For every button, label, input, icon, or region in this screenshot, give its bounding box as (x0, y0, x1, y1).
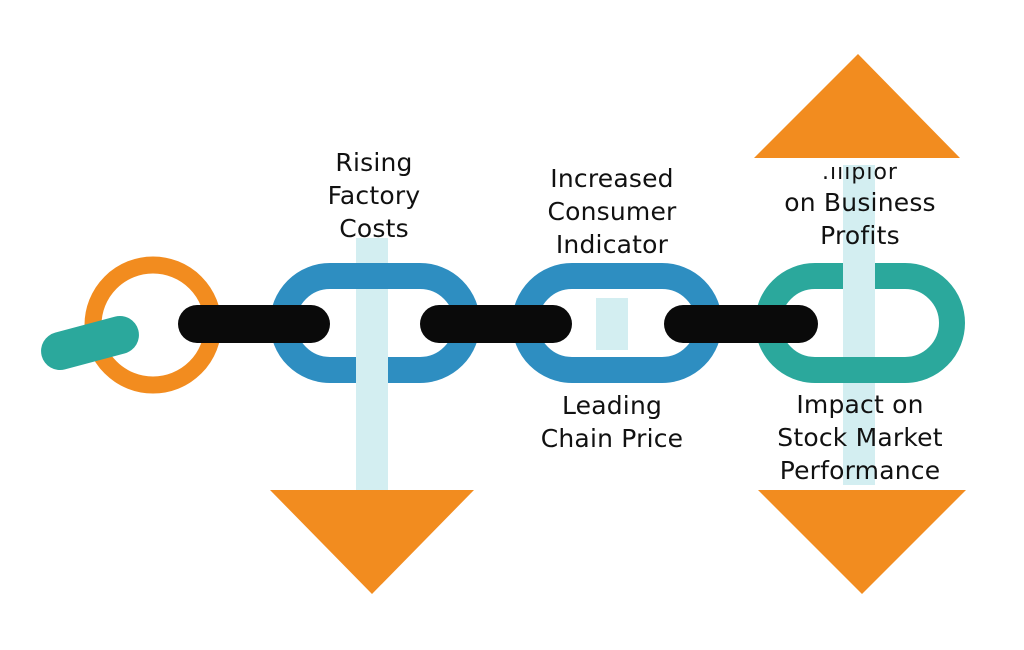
label-line: Increased (550, 164, 674, 193)
label-line: Leading (561, 391, 663, 420)
vertical-bar-overlay-1 (356, 354, 388, 384)
arrow-down-icon (758, 490, 966, 594)
connector-bar-3 (664, 305, 818, 343)
arrow-up-icon (754, 54, 960, 158)
label-line: Rising (335, 148, 413, 177)
label-increased-consumer-indicator: Increased Consumer Indicator (512, 162, 712, 261)
broken-link-piece (41, 315, 139, 371)
vertical-bar-link-3 (843, 165, 875, 485)
vertical-bar-link-2 (596, 298, 628, 350)
label-leading-chain-price: Leading Chain Price (512, 389, 712, 455)
label-line: Costs (339, 214, 409, 243)
label-line: Chain Price (540, 424, 684, 453)
label-line: .ıııpıor (822, 160, 898, 185)
label-line: on Business (784, 188, 936, 217)
connector-bar-2 (420, 305, 572, 343)
arrow-down-icon (270, 490, 474, 594)
label-line: Impact on (796, 390, 924, 419)
label-business-profits: .ıııpıor on Business Profits (745, 160, 975, 252)
label-line: Consumer (547, 197, 677, 226)
label-line: Stock Market (777, 423, 943, 452)
label-stock-market-performance: Impact on Stock Market Performance (740, 388, 980, 487)
label-line: Profits (820, 221, 900, 250)
vertical-bar-overlay-3 (843, 263, 875, 289)
connector-bar-1 (178, 305, 330, 343)
label-line: Indicator (555, 230, 669, 259)
label-line: Performance (779, 456, 941, 485)
label-rising-factory-costs: Rising Factory Costs (292, 146, 456, 245)
label-line: Factory (327, 181, 421, 210)
